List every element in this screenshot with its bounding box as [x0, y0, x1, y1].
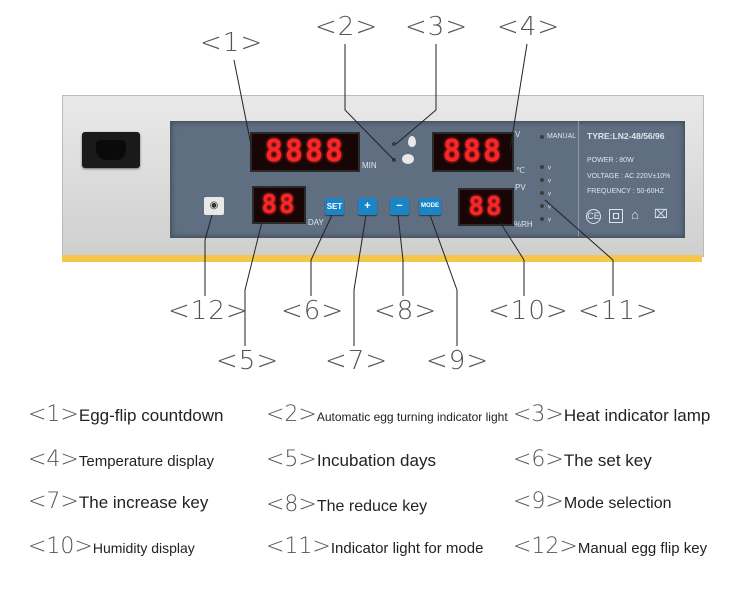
- legend-num: <6>: [513, 447, 564, 472]
- voltage-label: VOLTAGE : AC 220V±10%: [587, 173, 671, 180]
- days-display: 88: [252, 186, 306, 224]
- legend-item-5: <5>Incubation days: [266, 447, 436, 472]
- mode-light-3: [540, 191, 544, 195]
- day-label: DAY: [308, 218, 324, 227]
- callout-12: <12>: [168, 296, 249, 326]
- manual-egg-flip-key[interactable]: ◉: [204, 197, 224, 215]
- increase-key[interactable]: +: [358, 198, 377, 215]
- legend-num: <11>: [266, 534, 331, 559]
- mode-light-4: [540, 204, 544, 208]
- legend-text: Automatic egg turning indicator light: [316, 410, 508, 424]
- legend-num: <1>: [28, 402, 79, 427]
- callout-5: <5>: [216, 346, 280, 376]
- mode-key[interactable]: MODE: [419, 198, 441, 215]
- min-label: MIN: [362, 161, 377, 170]
- mode-light-2: [540, 178, 544, 182]
- power-label: POWER : 80W: [587, 157, 634, 164]
- callout-1: <1>: [200, 28, 264, 58]
- temperature-display: 888: [432, 132, 514, 172]
- callout-7: <7>: [325, 346, 389, 376]
- legend-text: The increase key: [78, 493, 209, 512]
- house-icon: ⌂: [631, 207, 639, 222]
- legend-text: The set key: [563, 451, 652, 470]
- legend-item-9: <9>Mode selection: [513, 489, 672, 514]
- frequency-label: FREQUENCY : 50-60HZ: [587, 188, 664, 195]
- callout-4: <4>: [497, 12, 561, 42]
- legend-item-12: <12>Manual egg flip key: [513, 534, 707, 559]
- legend-item-2: <2>Automatic egg turning indicator light: [266, 402, 508, 427]
- legend-text: Heat indicator lamp: [563, 406, 711, 425]
- legend-item-8: <8>The reduce key: [266, 492, 427, 517]
- mode-light-5: [540, 217, 544, 221]
- legend-num: <8>: [266, 492, 317, 517]
- manual-indicator-light: [540, 135, 544, 139]
- legend-text: The reduce key: [316, 498, 428, 515]
- callout-10: <10>: [488, 296, 569, 326]
- legend-text: Incubation days: [316, 451, 436, 470]
- legend-item-10: <10>Humidity display: [28, 534, 195, 559]
- callout-6: <6>: [281, 296, 345, 326]
- power-socket: [82, 132, 140, 168]
- double-insulation-icon: [609, 209, 623, 223]
- legend-num: <12>: [513, 534, 578, 559]
- spec-label-box: TYRE:LN2-48/56/96 POWER : 80W VOLTAGE : …: [578, 121, 684, 236]
- legend-item-1: <1>Egg-flip countdown: [28, 402, 223, 427]
- callout-3: <3>: [405, 12, 469, 42]
- legend-text: Mode selection: [563, 495, 672, 512]
- legend-num: <3>: [513, 402, 564, 427]
- legend-text: Egg-flip countdown: [78, 406, 224, 425]
- ce-mark-icon: CE: [586, 209, 601, 224]
- type-label: TYRE:LN2-48/56/96: [587, 131, 665, 141]
- egg-turning-icon: [402, 154, 414, 164]
- mode-light-1: [540, 165, 544, 169]
- weee-bin-icon: ⌧: [654, 207, 668, 221]
- legend-num: <4>: [28, 447, 79, 472]
- countdown-display: 8888: [250, 132, 360, 172]
- legend-text: Manual egg flip key: [577, 540, 708, 557]
- humidity-display: 88: [458, 188, 514, 226]
- legend-text: Indicator light for mode: [330, 540, 484, 557]
- panel-trim: [62, 255, 702, 262]
- legend-num: <2>: [266, 402, 317, 427]
- legend-num: <9>: [513, 489, 564, 514]
- reduce-key[interactable]: −: [390, 198, 409, 215]
- legend-num: <5>: [266, 447, 317, 472]
- pv-label: PV: [515, 183, 526, 192]
- legend-num: <7>: [28, 489, 79, 514]
- callout-11: <11>: [578, 296, 659, 326]
- celsius-label: ℃: [516, 166, 525, 175]
- set-key[interactable]: SET: [325, 198, 344, 215]
- callout-2: <2>: [315, 12, 379, 42]
- v-label: V: [515, 130, 521, 139]
- legend-item-6: <6>The set key: [513, 447, 652, 472]
- manual-label: MANUAL: [547, 133, 577, 140]
- callout-8: <8>: [374, 296, 438, 326]
- heat-drop-icon: [408, 136, 416, 147]
- legend-text: Humidity display: [92, 540, 195, 556]
- turning-indicator-light: [392, 142, 396, 146]
- legend-item-4: <4>Temperature display: [28, 447, 214, 472]
- legend-item-7: <7>The increase key: [28, 489, 208, 514]
- callout-9: <9>: [426, 346, 490, 376]
- legend-item-11: <11>Indicator light for mode: [266, 534, 483, 559]
- rh-label: %RH: [514, 220, 533, 229]
- legend-text: Temperature display: [78, 453, 214, 470]
- legend-item-3: <3>Heat indicator lamp: [513, 402, 710, 427]
- legend-num: <10>: [28, 534, 93, 559]
